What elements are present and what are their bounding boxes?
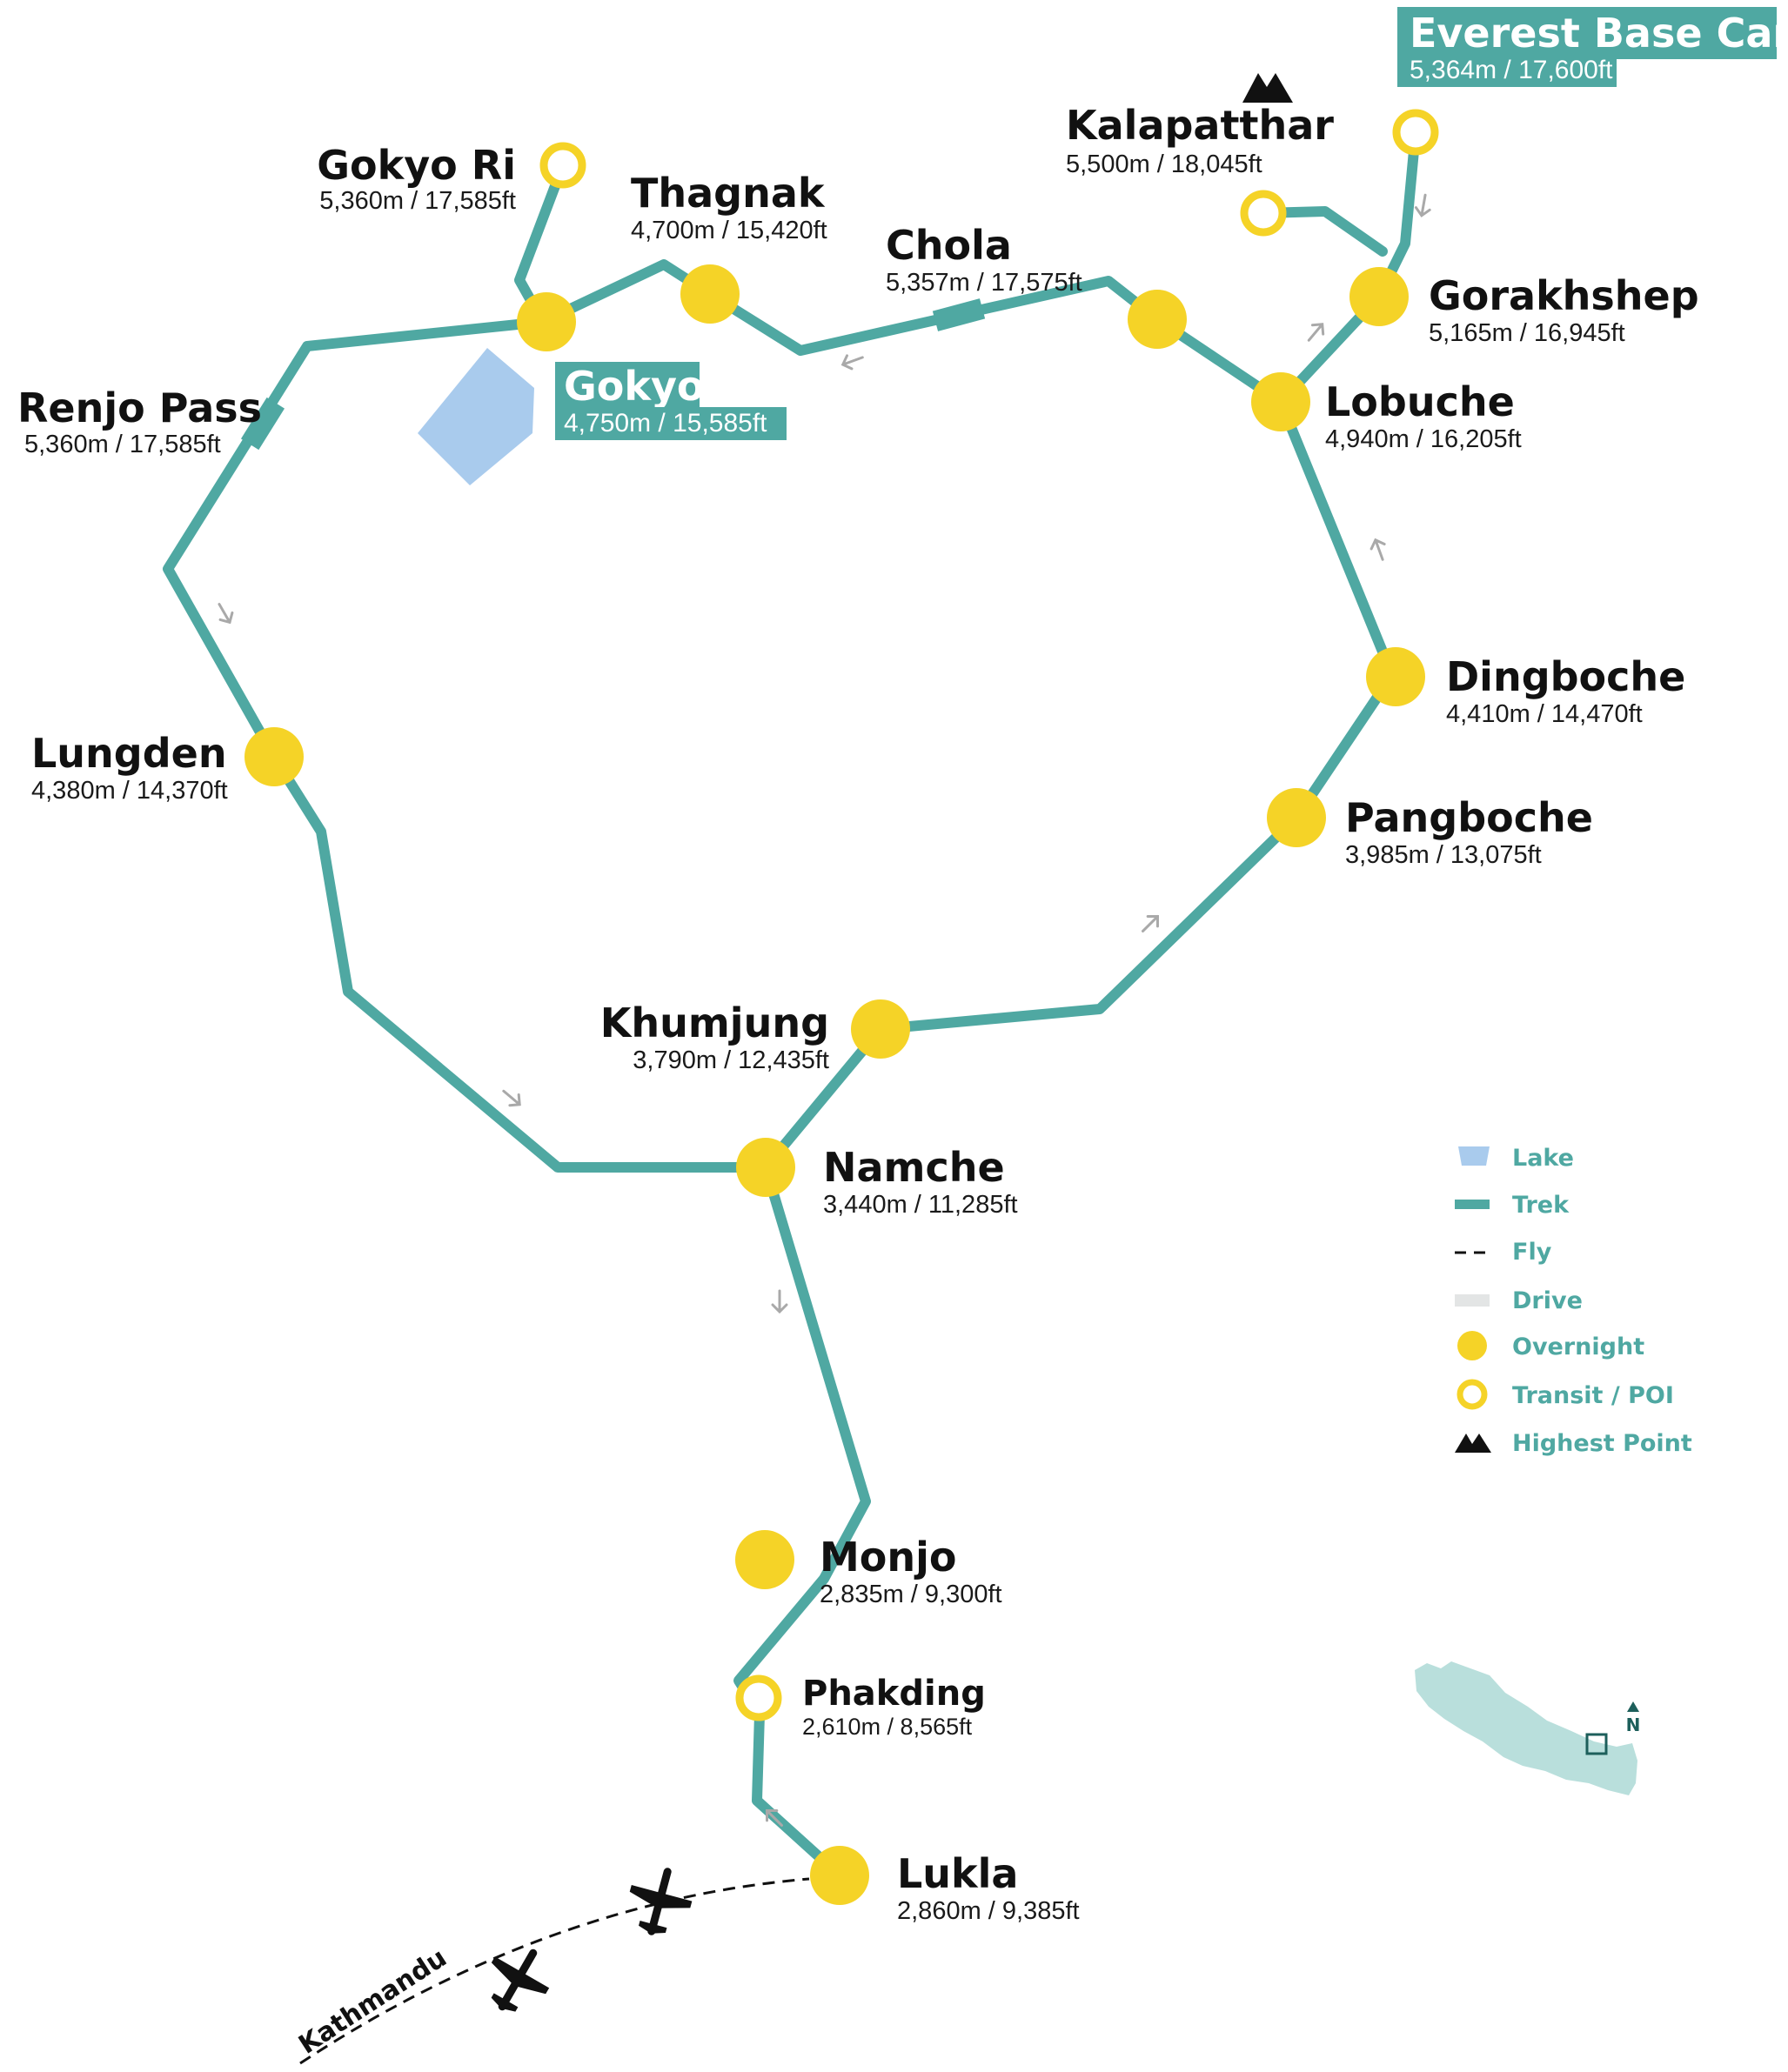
label-lobuche-elev: 4,940m / 16,205ft <box>1325 425 1522 453</box>
label-dingboche-elev: 4,410m / 14,470ft <box>1446 700 1643 728</box>
label-lukla-name: Lukla <box>897 1850 1018 1897</box>
label-gokyo: Gokyo 4,750m / 15,585ft <box>555 362 787 440</box>
stop-marker-thagnak <box>680 264 740 324</box>
stop-marker-lobuche <box>1251 372 1310 431</box>
gokyo-lake <box>418 348 534 485</box>
transit-marker-gokyo-ri <box>539 142 586 189</box>
label-dingboche-name: Dingboche <box>1446 653 1685 700</box>
stop-marker-lungden <box>244 727 304 786</box>
label-kalapatthar-name: Kalapatthar <box>1066 102 1334 149</box>
transit-marker-phakding <box>735 1674 782 1721</box>
label-lobuche-name: Lobuche <box>1325 378 1515 425</box>
label-gokyo-name-bg <box>555 362 700 411</box>
direction-arrow <box>502 1089 521 1107</box>
lake-icon <box>1458 1146 1490 1166</box>
airplane-icon <box>629 1868 693 1935</box>
nepal-inset: N <box>1415 1661 1640 1795</box>
stop-marker-chola <box>1128 290 1187 349</box>
stop-marker-lukla <box>810 1846 869 1905</box>
legend-label-transit: Transit / POI <box>1512 1382 1674 1409</box>
compass-north-label: N <box>1626 1714 1641 1735</box>
label-lukla-elev: 2,860m / 9,385ft <box>897 1897 1080 1925</box>
direction-arrows <box>218 193 1431 1827</box>
label-ebc-elev: 5,364m / 17,600ft <box>1410 56 1613 84</box>
transit-marker-ebc <box>1392 109 1439 156</box>
label-gokyo-name: Gokyo <box>564 363 705 410</box>
stop-marker-gokyo <box>517 292 576 351</box>
trek-segment-east-loop <box>760 397 1397 1173</box>
label-khumjung-name: Khumjung <box>600 999 829 1046</box>
legend-label-highest-point: Highest Point <box>1512 1430 1692 1457</box>
legend-label-drive: Drive <box>1512 1287 1583 1314</box>
label-ebc-name-bg <box>1397 7 1777 59</box>
legend-label-lake: Lake <box>1512 1145 1574 1172</box>
label-namche-name: Namche <box>823 1144 1005 1191</box>
label-monjo-name: Monjo <box>820 1534 957 1581</box>
airplane-icon <box>491 1948 550 2012</box>
trek-line-icon <box>1455 1200 1490 1209</box>
label-renjo-pass-name: Renjo Pass <box>17 384 262 431</box>
label-monjo-elev: 2,835m / 9,300ft <box>820 1581 1002 1608</box>
label-gokyo-elev: 4,750m / 15,585ft <box>564 409 767 438</box>
direction-arrow <box>1369 538 1386 561</box>
label-pangboche-elev: 3,985m / 13,075ft <box>1345 841 1542 869</box>
direction-arrow <box>840 354 864 371</box>
direction-arrow <box>218 603 234 625</box>
label-renjo-pass-elev: 5,360m / 17,585ft <box>24 431 221 458</box>
stop-labels: Kalapatthar 5,500m / 18,045ft Gokyo Ri 5… <box>17 102 1699 1925</box>
direction-arrow <box>766 1809 783 1827</box>
kathmandu-label: Kathmandu <box>293 1942 452 2060</box>
label-lungden-elev: 4,380m / 14,370ft <box>31 777 228 805</box>
label-phakding-elev: 2,610m / 8,565ft <box>802 1714 973 1740</box>
legend-label-fly: Fly <box>1512 1239 1552 1266</box>
stop-marker-dingboche <box>1366 647 1425 706</box>
region-box-icon <box>1585 1733 1608 1755</box>
label-lungden-name: Lungden <box>31 730 227 777</box>
label-gokyo-elev-bg <box>555 407 787 440</box>
mountain-peak-icon <box>1455 1434 1491 1453</box>
overnight-dot-icon <box>1457 1331 1487 1360</box>
direction-arrow <box>1307 323 1325 342</box>
direction-arrow <box>1414 193 1431 217</box>
label-gorakhshep-name: Gorakhshep <box>1429 272 1699 319</box>
label-pangboche-name: Pangboche <box>1345 794 1593 841</box>
label-khumjung-elev: 3,790m / 12,435ft <box>633 1046 829 1074</box>
transit-ring-icon <box>1457 1379 1488 1410</box>
label-ebc-name: Everest Base Camp <box>1410 10 1788 57</box>
label-chola-elev: 5,357m / 17,575ft <box>886 269 1082 297</box>
north-arrow-icon <box>1627 1701 1639 1712</box>
legend-label-trek: Trek <box>1512 1192 1570 1219</box>
flight-path <box>299 1877 810 2065</box>
label-ebc-elev-bg <box>1397 54 1617 87</box>
chola-pass-marker <box>932 298 986 331</box>
stop-marker-namche <box>736 1138 795 1197</box>
stop-marker-gorakhshep <box>1349 267 1409 326</box>
mountain-peak-icon <box>1242 73 1293 103</box>
label-phakding-name: Phakding <box>802 1674 986 1714</box>
stop-marker-pangboche <box>1267 788 1326 847</box>
renjo-pass-marker <box>240 397 285 451</box>
drive-line-icon <box>1455 1294 1490 1307</box>
label-gorakhshep-elev: 5,165m / 16,945ft <box>1429 319 1625 347</box>
label-chola-name: Chola <box>886 222 1012 269</box>
direction-arrow <box>771 1289 788 1314</box>
label-gokyo-ri-name: Gokyo Ri <box>317 142 516 189</box>
overnight-stops <box>244 264 1425 1905</box>
label-kalapatthar-elev: 5,500m / 18,045ft <box>1066 150 1262 178</box>
stop-marker-monjo <box>735 1530 794 1589</box>
transit-stops <box>539 109 1439 1721</box>
label-thagnak-elev: 4,700m / 15,420ft <box>631 217 827 244</box>
label-gokyo-ri-elev: 5,360m / 17,585ft <box>319 187 516 215</box>
transit-marker-kalapatthar <box>1240 190 1287 237</box>
label-ebc: Everest Base Camp 5,364m / 17,600ft <box>1397 7 1788 87</box>
pass-markers <box>240 298 986 451</box>
label-thagnak-name: Thagnak <box>631 170 826 217</box>
legend-label-overnight: Overnight <box>1512 1333 1644 1360</box>
nepal-outline-icon <box>1415 1661 1637 1795</box>
legend: Lake Trek Fly Drive Overnight Transit / … <box>1455 1145 1692 1457</box>
label-namche-elev: 3,440m / 11,285ft <box>823 1191 1018 1219</box>
direction-arrow <box>1142 915 1159 932</box>
stop-marker-khumjung <box>851 999 910 1059</box>
